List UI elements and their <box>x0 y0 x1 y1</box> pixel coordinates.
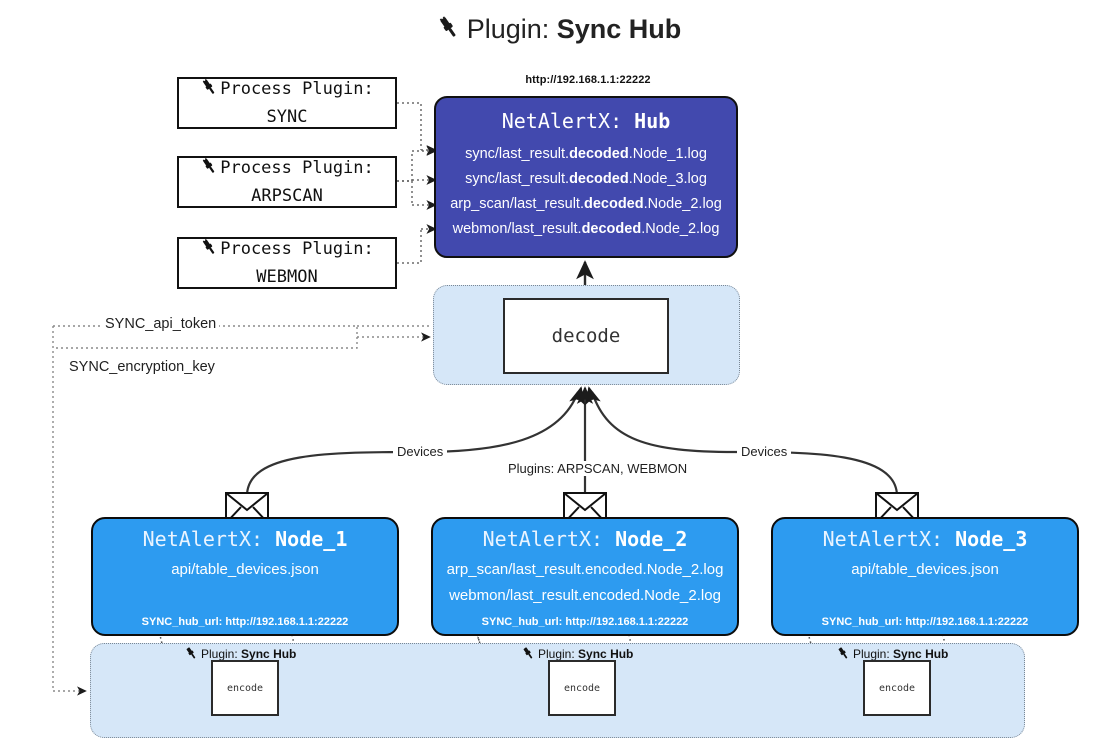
page-title: Plugin: Sync Hub <box>0 14 1117 48</box>
hub-file-row: sync/last_result.decoded.Node_1.log <box>465 146 707 162</box>
page-title-prefix: Plugin: <box>466 14 550 44</box>
node-card-node3[interactable]: NetAlertX: Node_3 api/table_devices.json… <box>771 517 1079 636</box>
hub-url-label: http://192.168.1.1:22222 <box>525 74 651 86</box>
page-title-name: Sync Hub <box>556 14 682 44</box>
hub-file-row: webmon/last_result.decoded.Node_2.log <box>452 221 720 237</box>
process-plugin-arpscan[interactable]: Process Plugin: ARPSCAN <box>177 156 397 208</box>
edge-label-devices-right: Devices <box>737 444 792 459</box>
node-hub-url: SYNC_hub_url: http://192.168.1.1:22222 <box>141 616 349 628</box>
process-plugin-name: WEBMON <box>256 266 318 287</box>
encode-box-node1[interactable]: encode <box>211 660 279 716</box>
plug-icon <box>184 646 199 664</box>
hub-card[interactable]: NetAlertX: Hub sync/last_result.decoded.… <box>434 96 738 258</box>
node-hub-url: SYNC_hub_url: http://192.168.1.1:22222 <box>481 616 689 628</box>
sync-api-token-label: SYNC_api_token <box>102 316 220 332</box>
node-file-list: api/table_devices.json <box>773 557 1077 583</box>
plug-icon <box>200 238 219 265</box>
node-file-row: webmon/last_result.encoded.Node_2.log <box>449 587 721 604</box>
node-file-list: api/table_devices.json <box>93 557 397 583</box>
hub-title: NetAlertX: Hub <box>436 109 736 133</box>
node-title: NetAlertX: Node_1 <box>142 527 348 551</box>
process-plugin-name: ARPSCAN <box>251 185 323 206</box>
process-plugin-name: SYNC <box>266 106 308 127</box>
encode-box-node2[interactable]: encode <box>548 660 616 716</box>
encode-box-node3[interactable]: encode <box>863 660 931 716</box>
sync-encryption-key-label: SYNC_encryption_key <box>66 359 218 375</box>
node-hub-url: SYNC_hub_url: http://192.168.1.1:22222 <box>821 616 1029 628</box>
node-card-node1[interactable]: NetAlertX: Node_1 api/table_devices.json… <box>91 517 399 636</box>
edge-label-devices-left: Devices <box>393 444 448 459</box>
edge-sync-to-hub1 <box>397 102 422 150</box>
plug-icon <box>200 78 219 105</box>
process-plugin-label: Process Plugin: <box>220 238 374 259</box>
hub-file-list: sync/last_result.decoded.Node_1.log sync… <box>436 142 736 242</box>
plug-icon <box>200 157 219 184</box>
process-plugin-webmon[interactable]: Process Plugin: WEBMON <box>177 237 397 289</box>
process-plugin-label: Process Plugin: <box>220 157 374 178</box>
node-file-row: arp_scan/last_result.encoded.Node_2.log <box>446 561 724 578</box>
hub-title-prefix: NetAlertX: <box>501 109 623 133</box>
decode-box[interactable]: decode <box>503 298 669 374</box>
encoder-caption-3: Plugin: Sync Hub <box>836 646 948 664</box>
process-plugin-sync[interactable]: Process Plugin: SYNC <box>177 77 397 129</box>
node-title: NetAlertX: Node_3 <box>822 527 1028 551</box>
hub-file-row: arp_scan/last_result.decoded.Node_2.log <box>450 196 722 212</box>
node-title: NetAlertX: Node_2 <box>482 527 688 551</box>
encoder-caption-1: Plugin: Sync Hub <box>184 646 296 664</box>
node-file-row: api/table_devices.json <box>171 561 319 578</box>
plug-icon <box>521 646 536 664</box>
hub-file-row: sync/last_result.decoded.Node_3.log <box>465 171 707 187</box>
node-file-row: api/table_devices.json <box>851 561 999 578</box>
process-plugin-label: Process Plugin: <box>220 78 374 99</box>
node-file-list: arp_scan/last_result.encoded.Node_2.log … <box>433 557 737 609</box>
node-card-node2[interactable]: NetAlertX: Node_2 arp_scan/last_result.e… <box>431 517 739 636</box>
plug-icon <box>836 646 851 664</box>
encoder-caption-2: Plugin: Sync Hub <box>521 646 633 664</box>
plug-icon <box>436 15 462 48</box>
edge-label-plugins-middle: Plugins: ARPSCAN, WEBMON <box>504 461 692 476</box>
hub-title-name: Hub <box>634 109 671 133</box>
